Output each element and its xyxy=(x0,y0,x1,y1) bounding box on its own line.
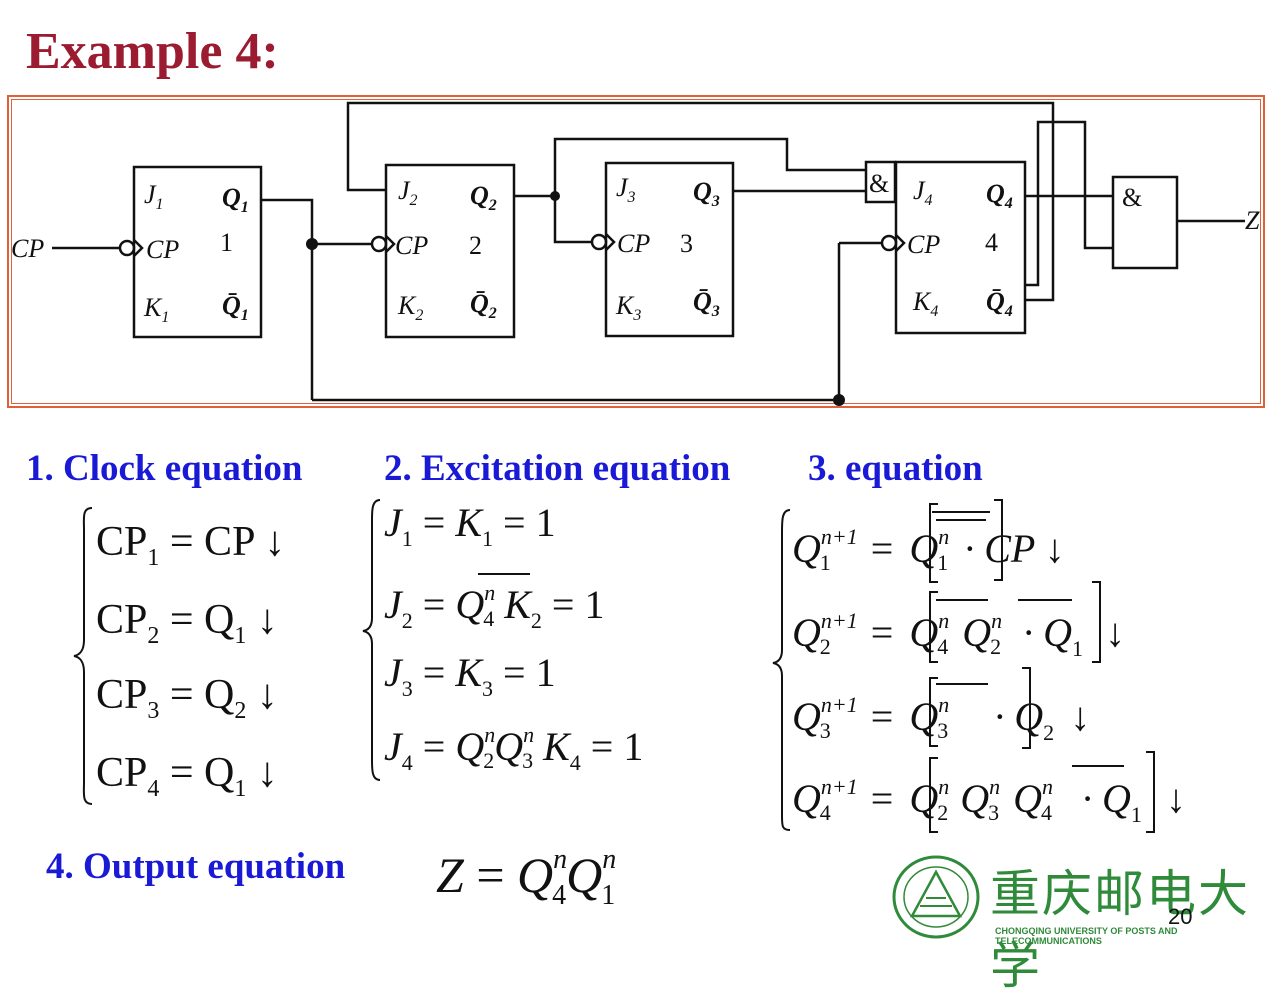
cp-input-label: CP xyxy=(11,234,44,263)
junction-bottom xyxy=(833,394,845,406)
z-output-label: Z xyxy=(1245,206,1260,235)
svg-text:CP3 = Q2 ↓: CP3 = Q2 ↓ xyxy=(96,672,278,724)
svg-text:Q3: Q3 xyxy=(693,177,720,210)
circuit-frame xyxy=(7,95,1265,408)
svg-text:J3 = K3 = 1: J3 = K3 = 1 xyxy=(384,650,556,701)
svg-text:J4: J4 xyxy=(913,176,933,209)
flip-flop-4 xyxy=(894,160,1027,335)
circuit-frame-inner xyxy=(11,99,1261,404)
svg-text:CP1 = CP ↓: CP1 = CP ↓ xyxy=(96,519,285,571)
svg-text:Q̄3: Q̄3 xyxy=(693,287,720,320)
circuit-diagram: CP Z J1 Q1 CP 1 K1 Q̄1 J2 Q2 CP 2 K2 Q̄2… xyxy=(11,101,1260,406)
svg-text:4: 4 xyxy=(985,228,998,257)
and-gate-output xyxy=(1111,175,1179,270)
svg-text:Q1: Q1 xyxy=(222,183,249,216)
university-seal-icon xyxy=(892,855,980,939)
svg-text:J2 = Qn4 K2 = 1: J2 = Qn4 K2 = 1 xyxy=(384,580,604,633)
section-excitation-equation: 2. Excitation equation xyxy=(384,448,731,489)
svg-text:K3: K3 xyxy=(615,291,641,324)
svg-text:Qn+13 = Qn3· Q2↓: Qn+13 = Qn3· Q2↓ xyxy=(792,692,1090,745)
svg-text:&: & xyxy=(1122,183,1142,212)
junction-q2 xyxy=(550,191,560,201)
section-output-equation: 4. Output equation xyxy=(46,846,346,887)
junction-q1 xyxy=(306,238,318,250)
svg-text:3: 3 xyxy=(680,229,693,258)
svg-text:2: 2 xyxy=(469,231,482,260)
svg-text:1: 1 xyxy=(220,228,233,257)
clock-bubble-1 xyxy=(118,239,136,257)
svg-text:Q̄1: Q̄1 xyxy=(222,291,249,324)
svg-text:CP2 = Q1 ↓: CP2 = Q1 ↓ xyxy=(96,597,278,649)
svg-text:J1 = K1 = 1: J1 = K1 = 1 xyxy=(384,500,556,551)
svg-text:CP: CP xyxy=(907,230,940,259)
slide-title: Example 4: xyxy=(26,23,279,80)
svg-text:J2: J2 xyxy=(398,176,418,209)
svg-text:Q2: Q2 xyxy=(470,181,497,214)
clock-bubble-2 xyxy=(370,235,388,253)
svg-text:CP: CP xyxy=(146,235,179,264)
svg-text:CP4 = Q1 ↓: CP4 = Q1 ↓ xyxy=(96,750,278,802)
svg-text:K4: K4 xyxy=(912,287,938,320)
section-state-equation: 3. equation xyxy=(808,448,983,489)
clock-bubble-4 xyxy=(880,234,898,252)
svg-text:J1: J1 xyxy=(144,180,164,213)
svg-text:Q̄2: Q̄2 xyxy=(470,289,497,322)
svg-text:K2: K2 xyxy=(397,291,423,324)
section-clock-equation: 1. Clock equation xyxy=(26,448,303,489)
equations: CP1 = CP ↓ CP2 = Q1 ↓ CP3 = Q2 ↓ CP4 = Q… xyxy=(73,499,1186,833)
page-number: 20 xyxy=(1168,904,1193,929)
svg-text:CP: CP xyxy=(617,229,650,258)
svg-text:Q̄4: Q̄4 xyxy=(986,287,1013,320)
svg-text:K1: K1 xyxy=(143,293,169,326)
clock-bubble-3 xyxy=(590,233,608,251)
svg-text:J3: J3 xyxy=(616,173,636,206)
university-name-english: CHONGQING UNIVERSITY OF POSTS AND TELECO… xyxy=(995,926,1178,946)
svg-text:Qn+11 = Qn1· CP ↓: Qn+11 = Qn1· CP ↓ xyxy=(792,524,1065,575)
svg-text:CP: CP xyxy=(395,231,428,260)
svg-text:Q4: Q4 xyxy=(986,179,1013,212)
svg-text:&: & xyxy=(869,169,889,198)
